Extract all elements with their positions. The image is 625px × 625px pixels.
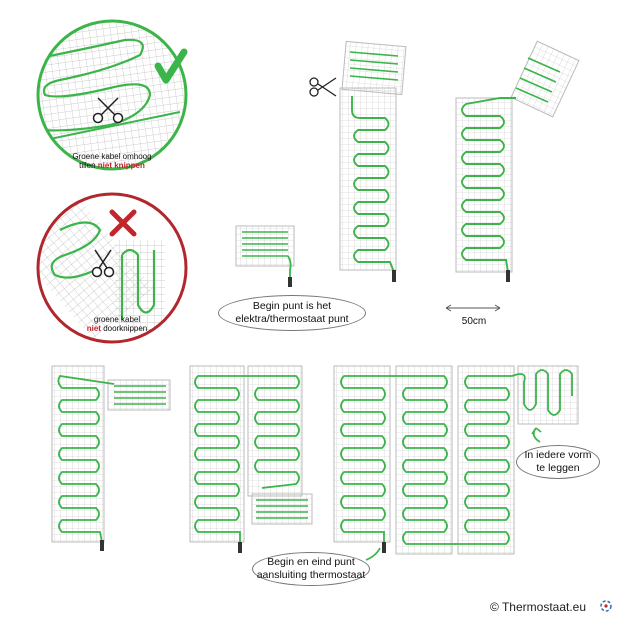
ok-caption-prefix: tillen [79, 161, 98, 171]
bad-caption: groene kabel niet doorknippen [72, 315, 162, 333]
end-callout-line2: aansluiting thermostaat [256, 569, 366, 581]
begin-callout-line1: Begin punt is het [252, 299, 332, 312]
shape-callout-line2: te leggen [536, 462, 580, 474]
begin-point-callout: Begin punt is het elektra/thermostaat pu… [218, 295, 366, 331]
brand-logo-icon [600, 600, 612, 612]
ok-caption-red: niet knippen [97, 161, 145, 171]
brand-name: Thermostaat.eu [501, 600, 587, 614]
start-end-callout: Begin en eind punt aansluiting thermosta… [252, 552, 370, 586]
width-label: 50cm [461, 316, 487, 327]
layout-b [189, 365, 313, 553]
bad-caption-suffix: doorknippen [100, 324, 148, 334]
ok-caption: Groene kabel omhoog tillen niet knippen [66, 152, 158, 170]
shape-callout-line1: In iedere vorm [524, 448, 592, 461]
scissors-icon [92, 97, 124, 124]
bad-caption-line1: groene kabel [93, 315, 141, 324]
bad-example [36, 192, 188, 344]
scissors-icon [309, 77, 337, 97]
scissors-icon [91, 249, 115, 278]
ok-example [36, 19, 188, 171]
end-callout-line1: Begin en eind punt [267, 555, 355, 568]
copyright-icon: © [490, 600, 499, 614]
brand-footer: © Thermostaat.eu [490, 600, 586, 614]
layout-c [333, 365, 579, 561]
cross-icon [109, 209, 137, 237]
ok-caption-line2: tillen niet knippen [66, 161, 158, 170]
mat-strip-unrolling [309, 40, 407, 282]
any-shape-callout: In iedere vorm te leggen [516, 445, 600, 479]
begin-callout-line2: elektra/thermostaat punt [235, 313, 349, 325]
check-icon [154, 48, 188, 84]
ok-caption-line1: Groene kabel omhoog [72, 152, 152, 161]
rolled-mat [235, 225, 295, 287]
mat-strip-rolled-top [445, 40, 580, 312]
width-arrow [445, 304, 501, 312]
bad-caption-line2: niet doorknippen [72, 324, 162, 333]
bad-caption-red: niet [86, 324, 101, 334]
layout-a [51, 365, 171, 551]
